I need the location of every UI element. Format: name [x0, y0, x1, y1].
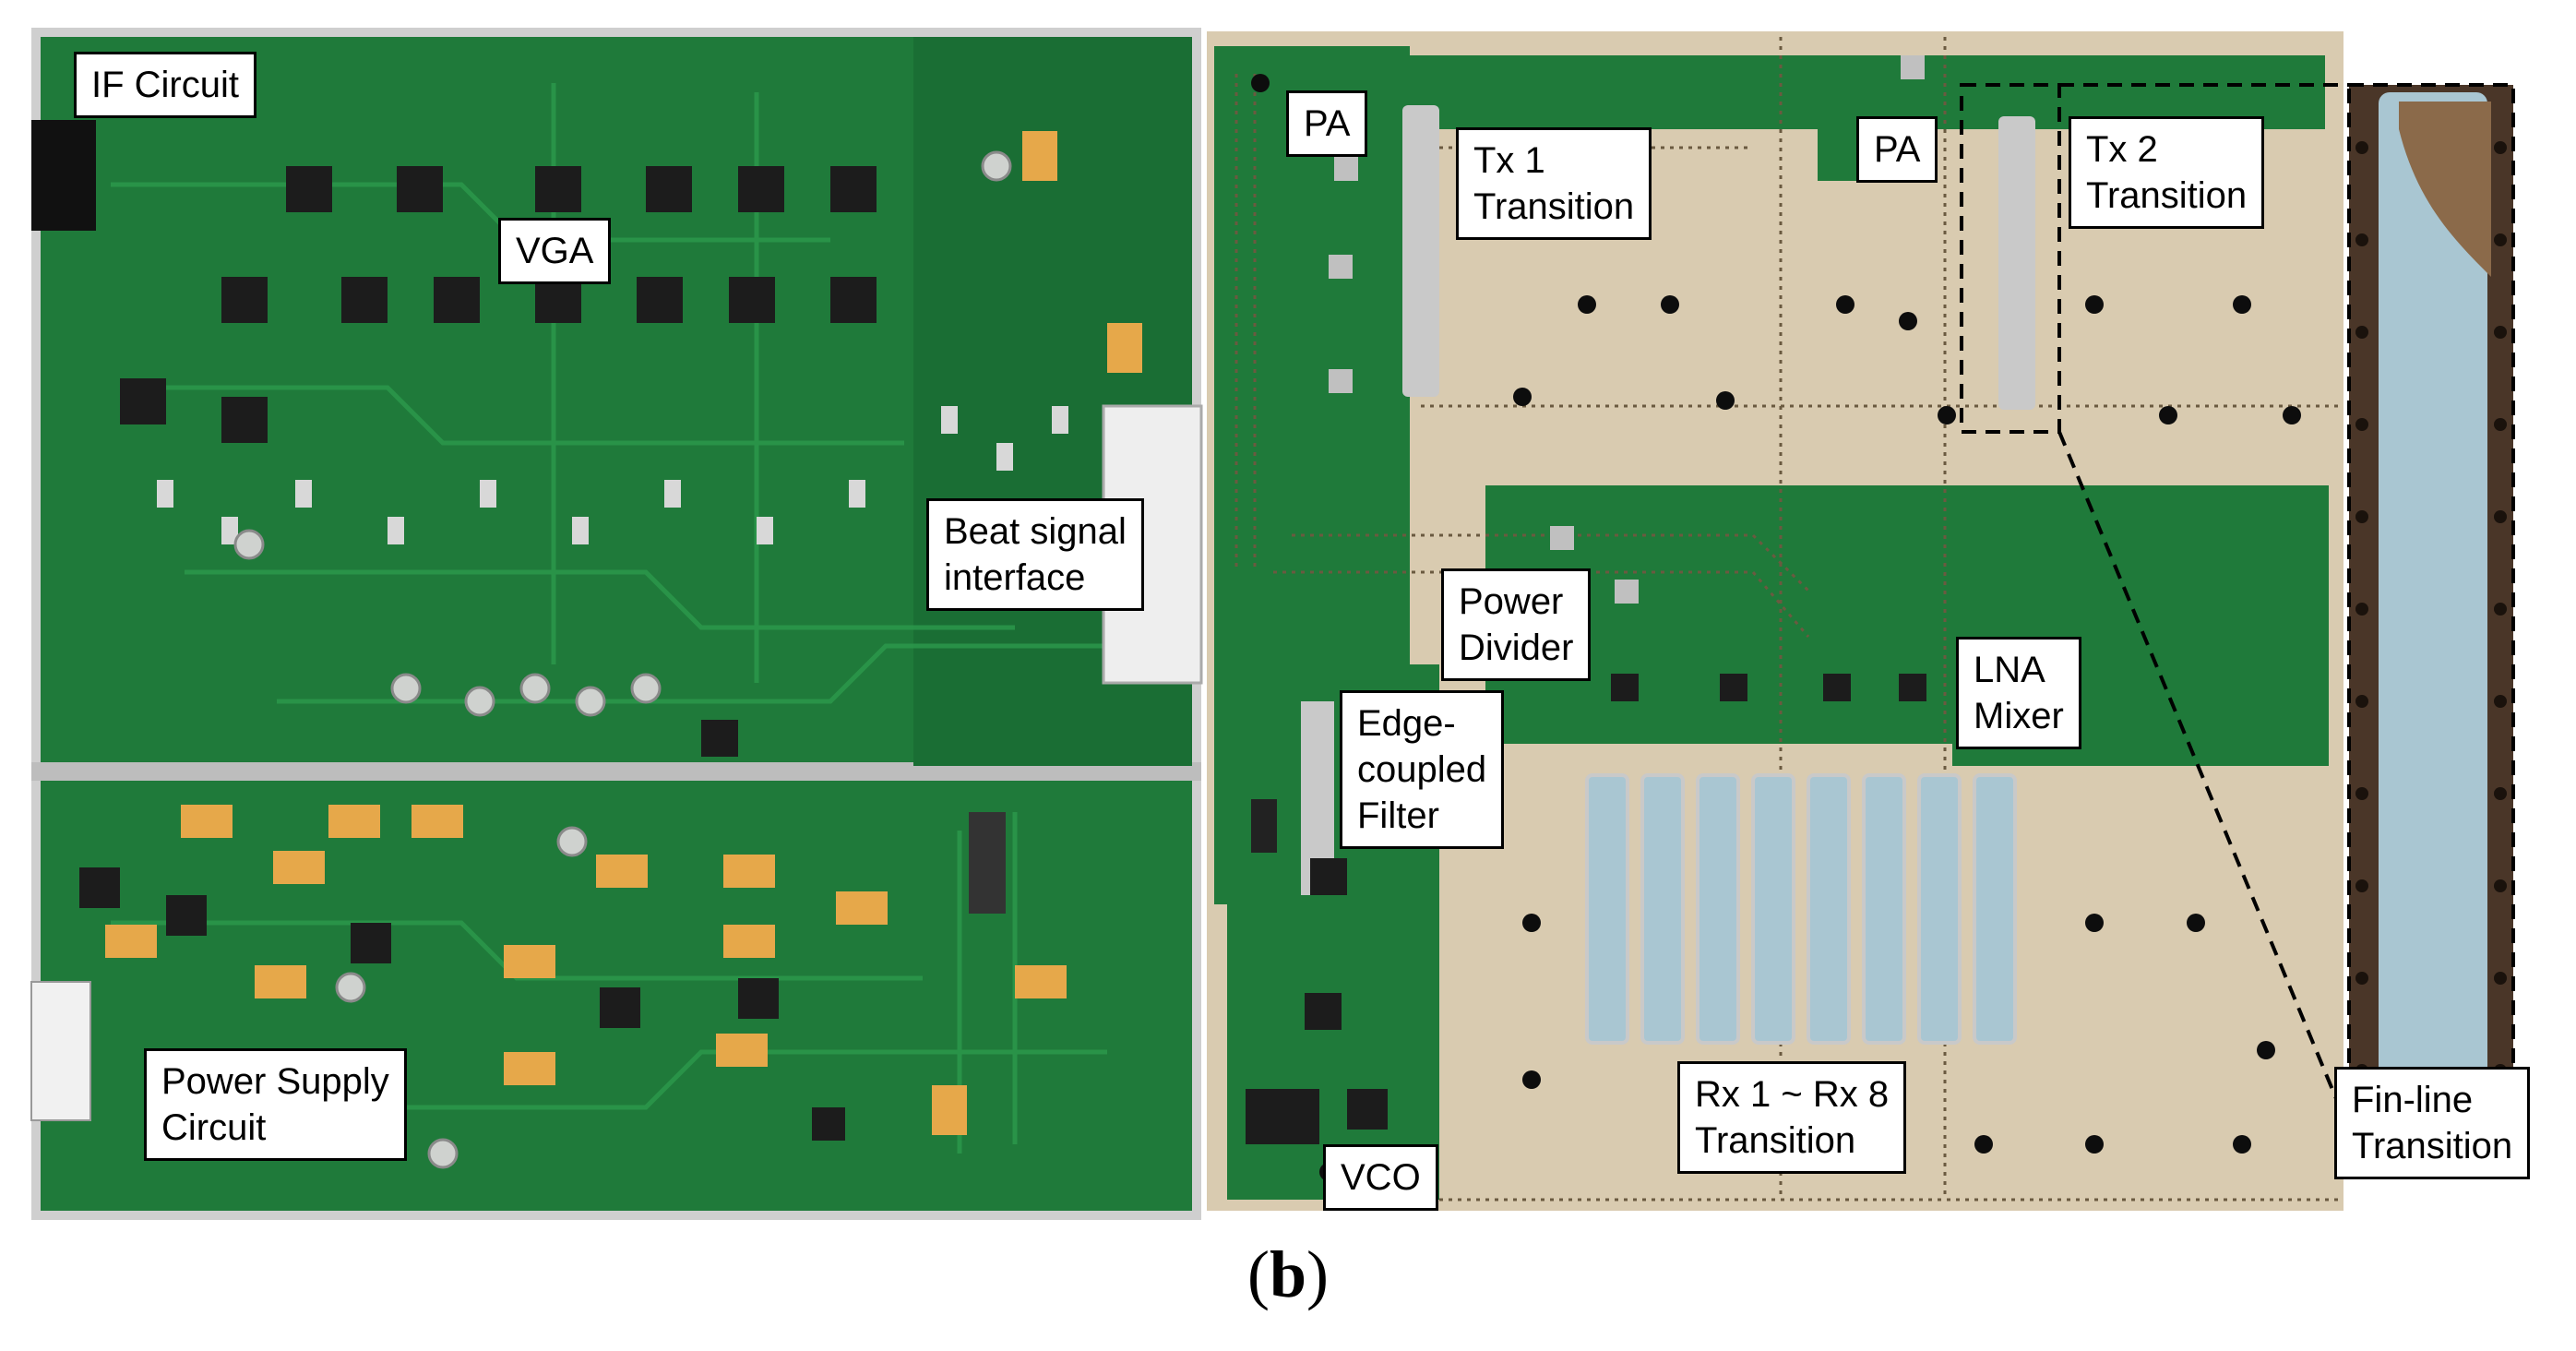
- label-pa-right: PA: [1856, 116, 1938, 183]
- label-vco: VCO: [1323, 1144, 1438, 1211]
- label-lna-mixer: LNA Mixer: [1956, 637, 2081, 749]
- if-board: [30, 28, 1203, 1220]
- figure-caption: (b): [1246, 1237, 1329, 1311]
- label-tx1-transition: Tx 1 Transition: [1456, 127, 1652, 240]
- label-rx-transition: Rx 1 ~ Rx 8 Transition: [1677, 1061, 1907, 1174]
- label-beat-signal-interface: Beat signal interface: [926, 498, 1144, 611]
- label-power-supply-circuit: Power Supply Circuit: [144, 1048, 407, 1161]
- rf-board: [1207, 31, 2515, 1211]
- label-power-divider: Power Divider: [1441, 568, 1592, 681]
- label-finline-transition: Fin-line Transition: [2334, 1067, 2531, 1179]
- label-tx2-transition: Tx 2 Transition: [2069, 116, 2265, 229]
- label-pa-left: PA: [1286, 90, 1368, 157]
- label-edge-coupled-filter: Edge- coupled Filter: [1340, 690, 1505, 849]
- label-vga: VGA: [498, 218, 612, 284]
- label-if-circuit: IF Circuit: [74, 52, 256, 118]
